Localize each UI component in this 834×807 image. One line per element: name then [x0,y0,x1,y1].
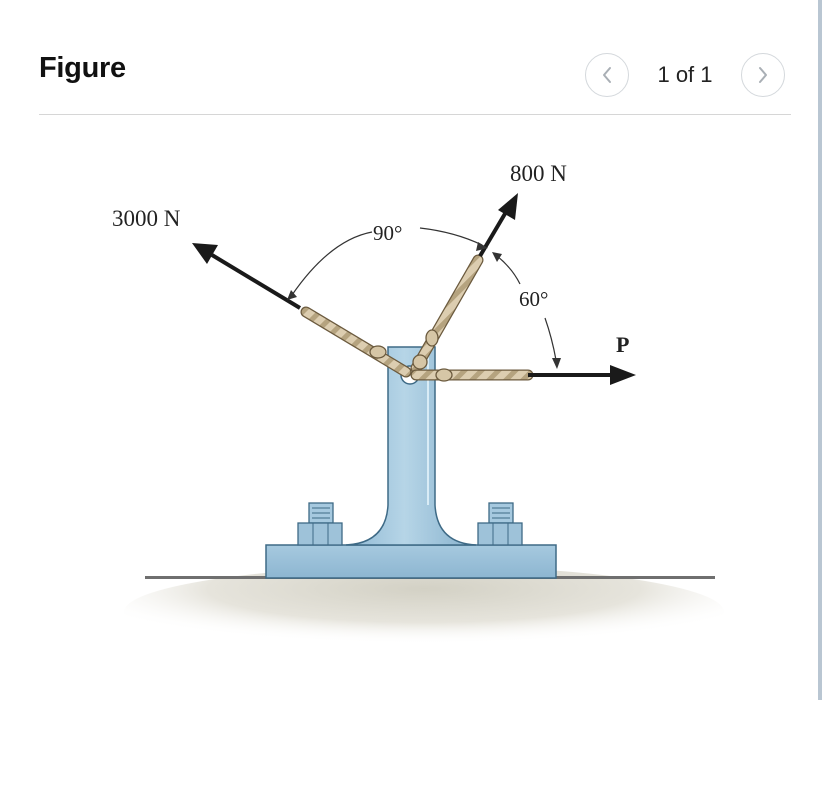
angle-arc-60 [492,252,561,369]
rope-left [300,306,412,378]
previous-button[interactable] [585,53,629,97]
angle-arc-90 [287,227,488,300]
label-angle-90: 90° [373,221,402,245]
arrow-3000n [192,243,302,310]
panel-scroll-edge [818,0,822,700]
base-plate [265,544,557,579]
label-angle-60: 60° [519,287,548,311]
force-diagram: 3000 N 800 N P 90° 60° [112,161,724,658]
chevron-left-icon [603,67,611,83]
rope-upper [410,254,484,374]
figure-panel: Figure 1 of 1 [39,52,791,658]
rope-knot [369,329,453,382]
page-counter: 1 of 1 [657,62,713,87]
arrow-800n [478,193,518,258]
arrow-p [528,365,636,385]
ground [124,566,724,658]
bolt-right [477,502,523,546]
label-800n: 800 N [510,161,567,186]
next-button[interactable] [741,53,785,97]
label-p: P [616,332,629,357]
label-3000n: 3000 N [112,206,181,231]
bolt-left [297,502,343,546]
header-divider [39,114,791,115]
chevron-right-icon [759,67,767,83]
figure-pager: 1 of 1 [585,52,785,98]
panel-title: Figure [39,52,126,84]
